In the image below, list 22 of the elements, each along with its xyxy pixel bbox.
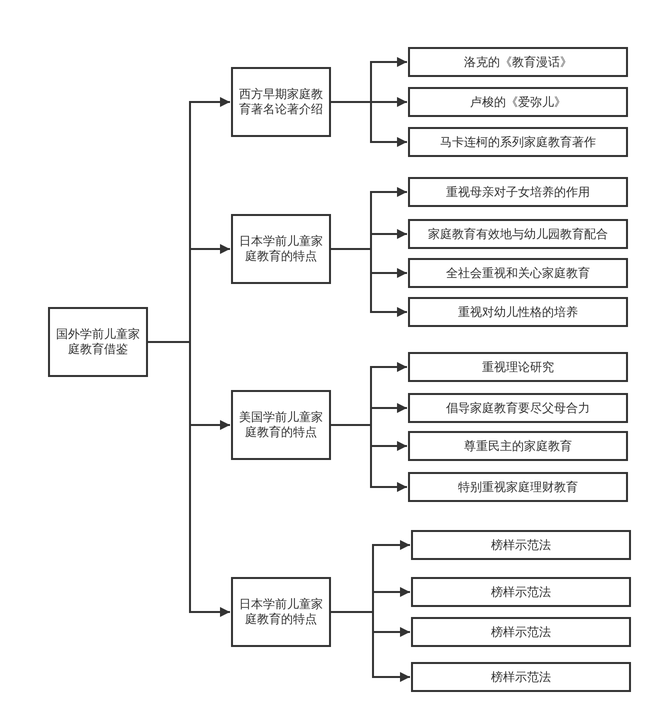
category-box: 西方早期家庭教育著名论著介绍	[231, 67, 331, 137]
category-box: 美国学前儿童家庭教育的特点	[231, 390, 331, 460]
item-box: 家庭教育有效地与幼儿园教育配合	[408, 219, 628, 249]
arrow	[331, 101, 407, 147]
item-box: 榜样示范法	[411, 662, 631, 692]
item-box: 全社会重视和关心家庭教育	[408, 258, 628, 288]
item-box: 特别重视家庭理财教育	[408, 472, 628, 502]
item-box: 重视对幼儿性格的培养	[408, 297, 628, 327]
item-box: 倡导家庭教育要尽父母合力	[408, 393, 628, 423]
item-box: 榜样示范法	[411, 577, 631, 607]
item-box: 榜样示范法	[411, 530, 631, 560]
item-box: 重视母亲对子女培养的作用	[408, 177, 628, 207]
root-box: 国外学前儿童家庭教育借鉴	[48, 307, 148, 377]
item-box: 重视理论研究	[408, 352, 628, 382]
arrow	[148, 341, 230, 617]
item-box: 榜样示范法	[411, 617, 631, 647]
category-box: 日本学前儿童家庭教育的特点	[231, 214, 331, 284]
item-box: 洛克的《教育漫话》	[408, 47, 628, 77]
category-box: 日本学前儿童家庭教育的特点	[231, 577, 331, 647]
item-box: 尊重民主的家庭教育	[408, 431, 628, 461]
item-box: 马卡连柯的系列家庭教育著作	[408, 127, 628, 157]
item-box: 卢梭的《爱弥儿》	[408, 87, 628, 117]
